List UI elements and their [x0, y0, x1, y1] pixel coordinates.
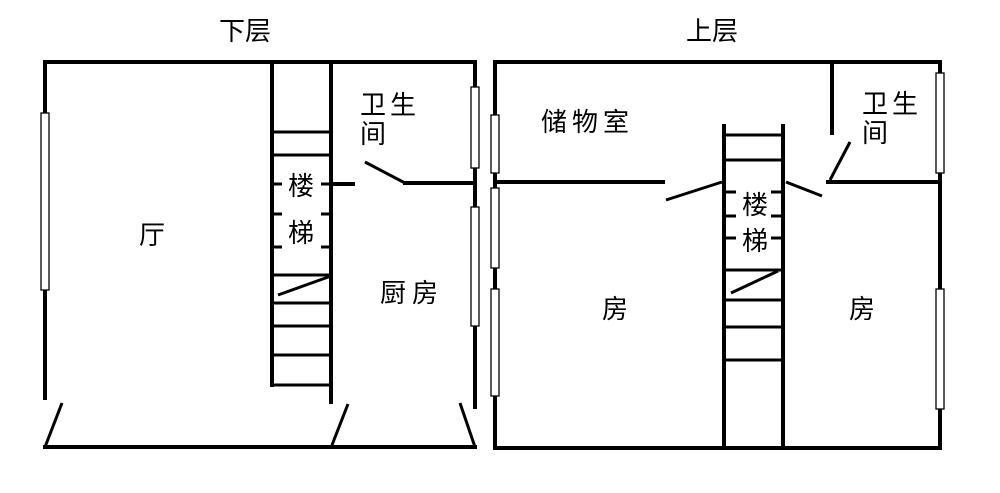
window	[40, 112, 50, 291]
lower-floor-title: 下层	[219, 17, 271, 47]
room-label-bathroom: 卫生	[862, 90, 918, 120]
window	[935, 72, 945, 174]
lower-floor-plan: 下层 厅 卫生 间 厨房 楼 梯	[40, 17, 480, 449]
room-label-living: 厅	[139, 221, 165, 251]
upper-walls	[493, 60, 942, 450]
stairs-label-1: 楼	[742, 191, 768, 221]
lower-stair-treads	[272, 130, 332, 387]
stairs-label-2: 梯	[742, 227, 768, 257]
window	[470, 86, 480, 169]
window	[490, 187, 500, 269]
lower-doors	[43, 160, 477, 448]
room-label-room-right: 房	[849, 295, 875, 325]
room-label-storage: 储物室	[541, 108, 629, 138]
stairs-label-2: 梯	[288, 219, 314, 249]
room-label-bathroom-2: 间	[360, 120, 386, 150]
upper-floor-plan: 上层 储物室 卫生 间 房 房 楼 梯	[490, 17, 945, 450]
upper-stair-treads	[724, 133, 783, 362]
room-label-bathroom: 卫生	[360, 91, 416, 121]
stairs-label-1: 楼	[288, 172, 314, 202]
room-label-room-left: 房	[602, 295, 628, 325]
window	[490, 288, 500, 397]
upper-doors	[665, 141, 852, 202]
window	[490, 114, 500, 174]
room-label-kitchen: 厨房	[380, 279, 438, 309]
window	[935, 288, 945, 410]
upper-floor-title: 上层	[686, 17, 738, 47]
room-label-bathroom-2: 间	[862, 119, 888, 149]
window	[470, 206, 480, 327]
lower-walls	[43, 60, 477, 449]
